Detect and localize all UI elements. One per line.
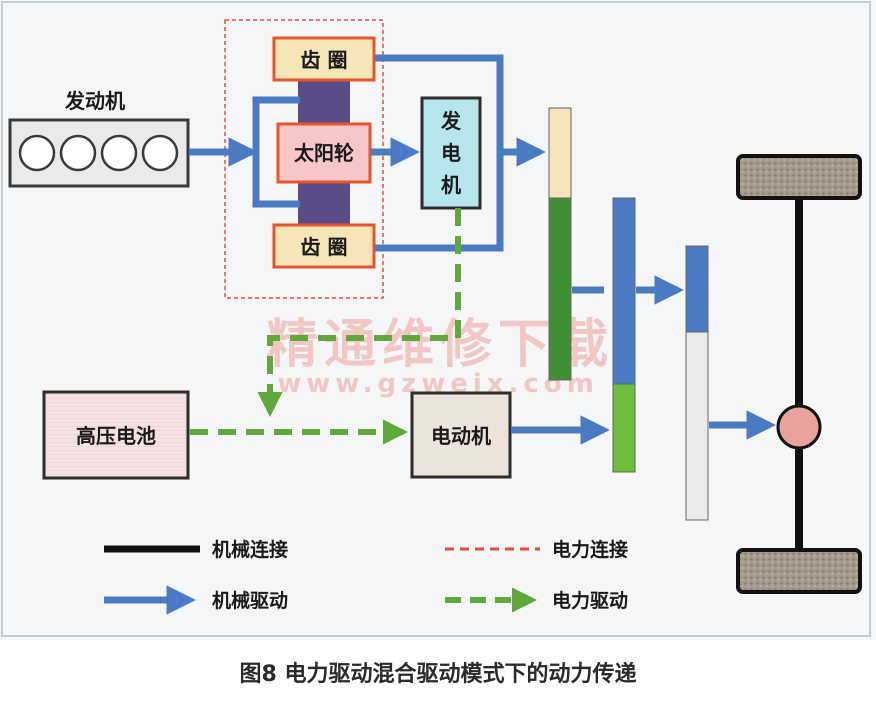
- battery-box: [42, 390, 190, 480]
- engine-cylinder: [18, 134, 56, 172]
- wheel-top: [736, 154, 862, 200]
- ring-gear-bottom: [272, 223, 376, 269]
- differential: [776, 404, 822, 450]
- ring-gear-top-label: 齿 圈: [301, 48, 348, 72]
- engine-label: 发动机: [64, 89, 125, 113]
- legend-mech-connection-label: 机械连接: [212, 538, 288, 561]
- engine-cylinder: [141, 134, 179, 172]
- legend-mech-drive-label: 机械驱动: [212, 589, 288, 612]
- generator-label-1: 发: [440, 109, 462, 133]
- sun-gear: [276, 122, 372, 184]
- engine-cylinder: [100, 134, 138, 172]
- transmission-shaft-1: [548, 107, 572, 381]
- legend-elec-connection-label: 电力连接: [552, 538, 628, 561]
- sun-gear-label: 太阳轮: [294, 141, 354, 165]
- generator-label-2: 电: [441, 141, 461, 165]
- generator-electrical-path: [257, 208, 461, 418]
- generator-box: [420, 96, 482, 210]
- engine-cylinder: [59, 134, 97, 172]
- motor-box: [410, 391, 512, 479]
- engine-block: [8, 118, 190, 188]
- generator-label-3: 机: [441, 173, 461, 197]
- legend-elec-drive-label: 电力驱动: [552, 589, 628, 612]
- transmission-shaft-2: [612, 197, 636, 473]
- ring-gear-bottom-label: 齿 圈: [301, 235, 348, 259]
- motor-label: 电动机: [431, 424, 491, 448]
- diagram-frame: [1, 1, 871, 637]
- transmission-shaft-3: [685, 245, 709, 521]
- battery-label: 高压电池: [76, 424, 156, 448]
- ring-gear-top: [272, 36, 376, 82]
- wheel-bottom: [736, 548, 862, 594]
- planetary-gear-boundary: [224, 19, 384, 299]
- figure-caption: 图8 电力驱动混合驱动模式下的动力传递: [240, 661, 637, 687]
- legend: 机械连接 电力连接 机械驱动 电力驱动: [104, 538, 628, 615]
